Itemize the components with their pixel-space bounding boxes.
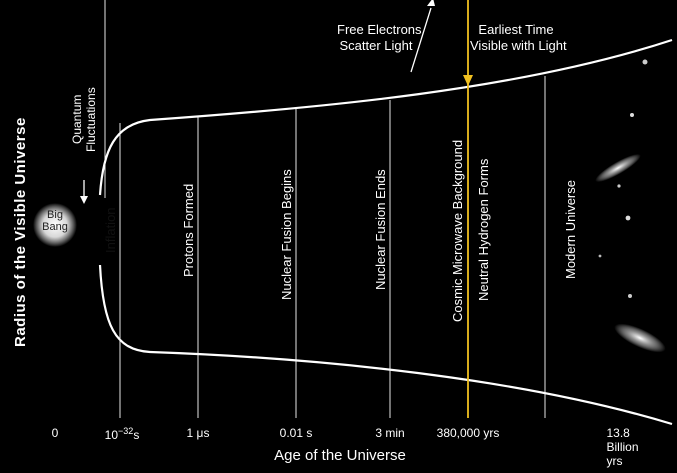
tick-label-3min: 3 min: [375, 426, 405, 440]
era-fusion-begins-label: Nuclear Fusion Begins: [279, 169, 294, 301]
tick-label-13-8-billion: 13.8 Billion yrs: [606, 426, 639, 468]
free-electrons-arrow: [410, 7, 432, 73]
y-axis-label: Radius of the Visible Universe: [12, 117, 29, 347]
tick-label-001s: 0.01 s: [279, 426, 313, 440]
era-protons-label: Protons Formed: [181, 183, 196, 277]
universe-upper-edge: [98, 38, 673, 196]
tick-label-380000yrs: 380,000 yrs: [436, 426, 500, 440]
era-cmb-label: Cosmic Microwave Background: [450, 139, 465, 323]
big-bang-glow: [33, 203, 77, 247]
era-fusion-ends-label: Nuclear Fusion Ends: [373, 169, 388, 291]
galaxies: [595, 59, 666, 353]
tick-label-0: 0: [51, 426, 59, 440]
earliest-time-arrowhead: [463, 75, 473, 86]
era-modern-label: Modern Universe: [563, 180, 578, 280]
tick-label-1us: 1 μs: [186, 426, 210, 440]
universe-lower-edge: [98, 264, 673, 426]
universe-expansion-shape: [60, 40, 672, 424]
era-neutral-hydrogen-label: Neutral Hydrogen Forms: [476, 158, 491, 302]
tick-label-planck: 10−32s: [104, 426, 140, 442]
free-electrons-arrowhead: [427, 0, 435, 6]
quantum-arrowhead: [80, 196, 88, 204]
era-divider-lines: [104, 0, 546, 418]
x-axis-label: Age of the Universe: [274, 447, 406, 464]
era-inflation-label: Inflation: [103, 207, 118, 253]
